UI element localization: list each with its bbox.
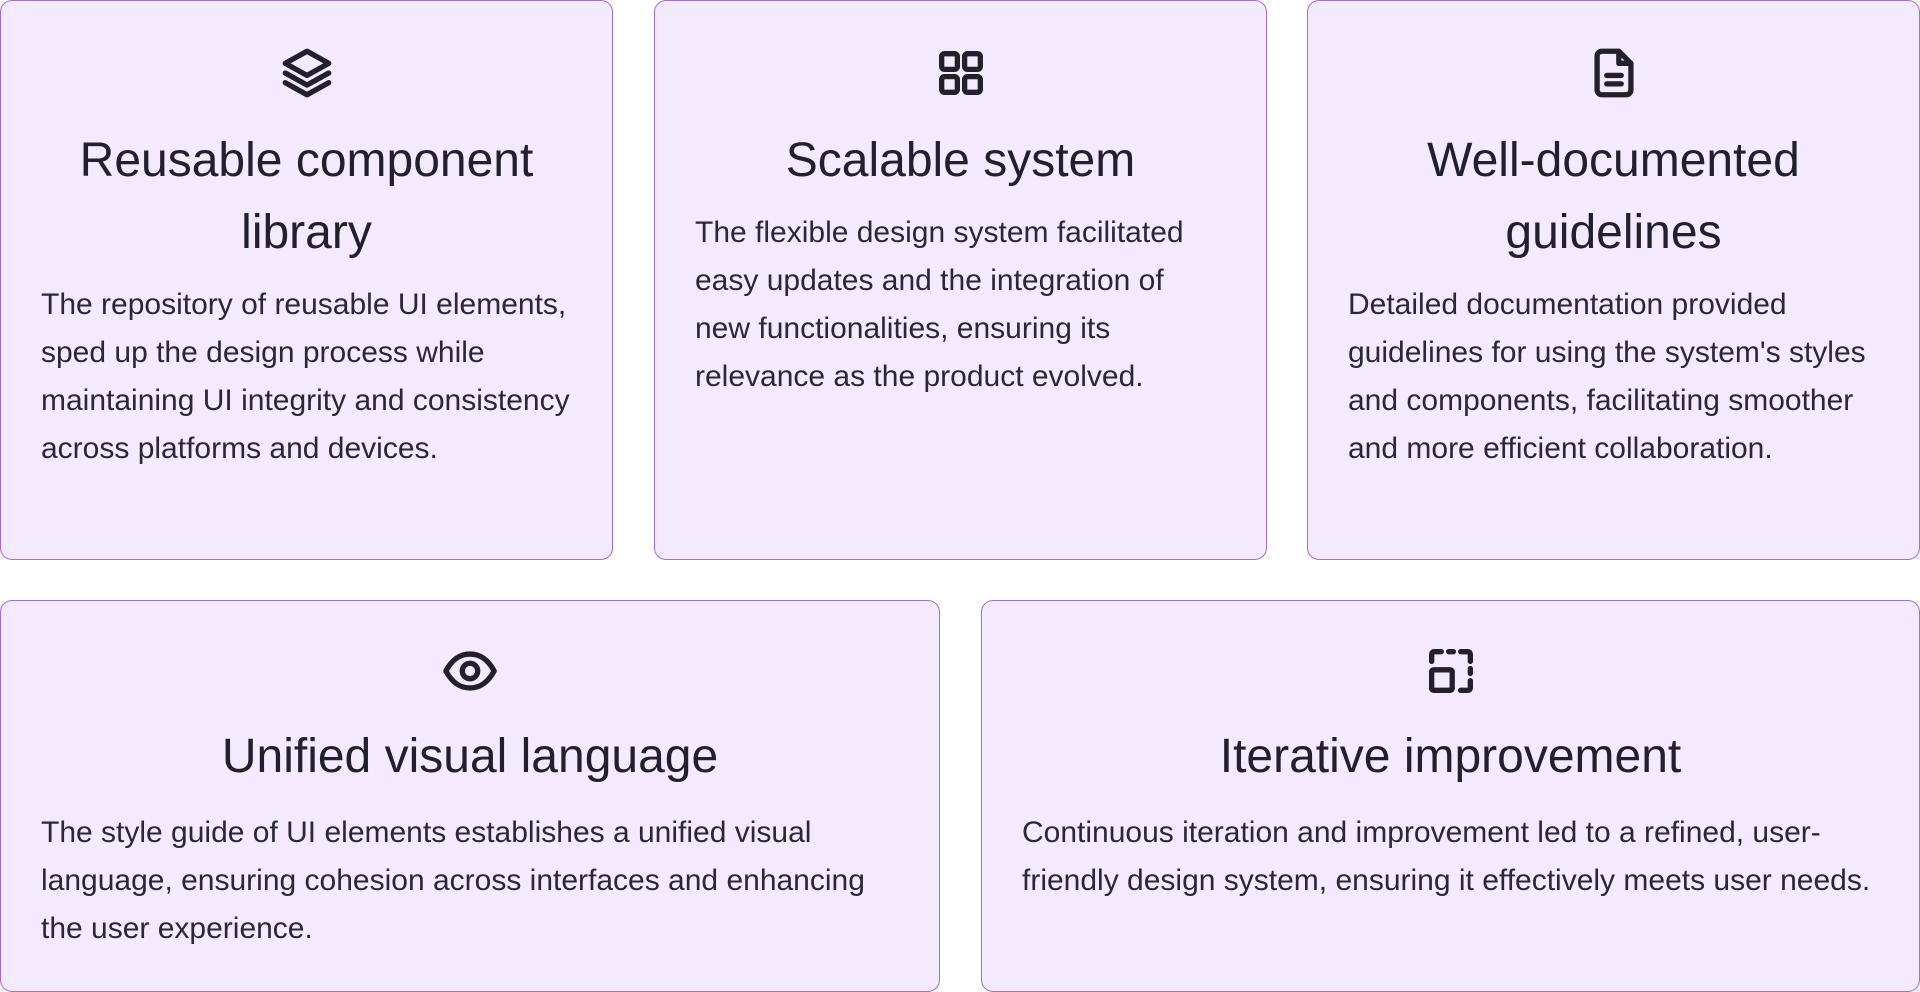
card-title: Iterative improvement <box>1219 730 1682 783</box>
card-description: The repository of reusable UI elements, … <box>41 288 570 465</box>
card-title: Reusable component library <box>79 134 534 259</box>
feature-card-reusable-component-library: Reusable component library The repositor… <box>0 0 613 560</box>
layers-icon <box>275 41 339 105</box>
feature-card-iterative-improvement: Iterative improvement Continuous iterati… <box>981 600 1920 992</box>
feature-card-unified-visual-language: Unified visual language The style guide … <box>0 600 940 992</box>
grid-icon <box>929 41 993 105</box>
card-description: The flexible design system facilitated e… <box>695 216 1184 393</box>
card-title: Unified visual language <box>221 730 719 783</box>
resize-icon <box>1419 639 1483 703</box>
card-title: Well-documented guidelines <box>1427 134 1800 259</box>
card-description: The style guide of UI elements establish… <box>41 816 865 945</box>
card-description: Detailed documentation provided guidelin… <box>1348 288 1866 465</box>
card-title: Scalable system <box>785 134 1136 187</box>
feature-card-well-documented-guidelines: Well-documented guidelines Detailed docu… <box>1307 0 1920 560</box>
eye-icon <box>438 639 502 703</box>
document-icon <box>1582 41 1646 105</box>
feature-card-scalable-system: Scalable system The flexible design syst… <box>654 0 1267 560</box>
card-description: Continuous iteration and improvement led… <box>1022 816 1871 897</box>
